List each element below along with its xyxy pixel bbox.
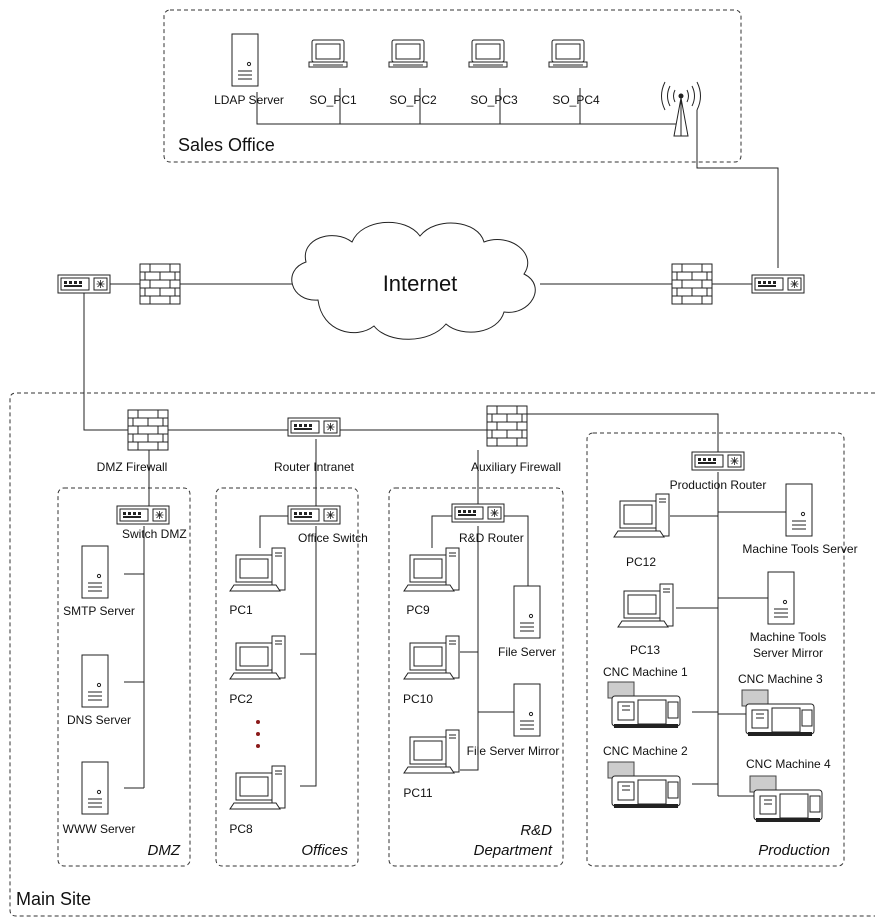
production-zone (586, 432, 845, 867)
desktop-pc-icon[interactable] (229, 635, 286, 680)
rnd-router-icon[interactable] (451, 503, 505, 523)
internet-cloud-icon (291, 222, 536, 340)
laptop-icon[interactable] (308, 39, 348, 68)
pc-label: PC1 (229, 603, 253, 617)
laptop-label: SO_PC1 (309, 93, 357, 107)
internet-label: Internet (383, 271, 458, 296)
www-server-icon[interactable] (81, 761, 109, 815)
file-server-mirror-label: File Server Mirror (467, 744, 560, 758)
cnc-machine-label: CNC Machine 2 (603, 744, 688, 758)
cnc-machine-icon[interactable] (607, 761, 681, 809)
main-site-label: Main Site (16, 889, 91, 909)
www-server-label: WWW Server (63, 822, 136, 836)
cnc-machine-icon[interactable] (741, 689, 815, 737)
laptop-icon[interactable] (548, 39, 588, 68)
smtp-server-label: SMTP Server (63, 604, 135, 618)
desktop-pc-icon[interactable] (229, 547, 286, 592)
dns-server-icon[interactable] (81, 654, 109, 708)
dmz-firewall-label: DMZ Firewall (97, 460, 168, 474)
office-switch-icon[interactable] (287, 505, 341, 525)
machine-tools-server-label: Machine Tools Server (742, 542, 857, 556)
laptop-icon[interactable] (468, 39, 508, 68)
edge-firewall-main-icon[interactable] (139, 263, 181, 305)
laptop-icon[interactable] (388, 39, 428, 68)
smtp-server-icon[interactable] (81, 545, 109, 599)
cnc-machine-label: CNC Machine 4 (746, 757, 831, 771)
cnc-machine-label: CNC Machine 1 (603, 665, 688, 679)
office-switch-label: Office Switch (298, 531, 368, 545)
pc-label: PC11 (403, 786, 432, 800)
laptop-label: SO_PC2 (389, 93, 437, 107)
main-site-zone (9, 392, 875, 917)
production-router-label: Production Router (670, 478, 767, 492)
switch-dmz-label: Switch DMZ (122, 527, 187, 541)
cnc-machine-icon[interactable] (607, 681, 681, 729)
production-label: Production (758, 842, 830, 859)
pc-label: PC8 (229, 822, 253, 836)
desktop-pc-icon[interactable] (229, 765, 286, 810)
ldap-server-icon[interactable] (231, 33, 259, 87)
laptop-label: SO_PC4 (552, 93, 600, 107)
pc-label: PC13 (630, 643, 660, 657)
auxiliary-firewall-icon[interactable] (486, 405, 528, 447)
edge-router-sales-icon[interactable] (751, 274, 805, 294)
desktop-pc-icon[interactable] (613, 493, 670, 538)
file-server-label: File Server (498, 645, 556, 659)
file-server-icon[interactable] (513, 585, 541, 639)
rnd-label-line2: Department (474, 842, 553, 859)
sales-office-label: Sales Office (178, 135, 275, 155)
connection-lines (83, 88, 786, 797)
ellipsis-dots (256, 720, 260, 748)
machine-tools-mirror-label-line1: Machine Tools (750, 630, 827, 644)
switch-dmz-icon[interactable] (116, 505, 170, 525)
desktop-pc-icon[interactable] (403, 547, 460, 592)
cnc-machine-icon[interactable] (749, 775, 823, 823)
machine-tools-server-icon[interactable] (785, 483, 813, 537)
cnc-machine-label: CNC Machine 3 (738, 672, 823, 686)
desktop-pc-icon[interactable] (617, 583, 674, 628)
machine-tools-mirror-label-line2: Server Mirror (753, 646, 823, 660)
dmz-firewall-icon[interactable] (127, 409, 169, 451)
file-server-mirror-icon[interactable] (513, 683, 541, 737)
pc-label: PC10 (403, 692, 433, 706)
machine-tools-mirror-icon[interactable] (767, 571, 795, 625)
auxiliary-firewall-label: Auxiliary Firewall (471, 460, 561, 474)
pc-label: PC12 (626, 555, 656, 569)
rnd-label-line1: R&D (520, 822, 552, 839)
production-router-icon[interactable] (691, 451, 745, 471)
offices-zone (215, 487, 359, 867)
edge-firewall-sales-icon[interactable] (671, 263, 713, 305)
dmz-label: DMZ (148, 842, 181, 859)
router-intranet-icon[interactable] (287, 417, 341, 437)
desktop-pc-icon[interactable] (403, 729, 460, 774)
desktop-pc-icon[interactable] (403, 635, 460, 680)
ldap-server-label: LDAP Server (214, 93, 284, 107)
wireless-antenna-icon[interactable] (661, 81, 701, 137)
pc-label: PC2 (229, 692, 253, 706)
router-intranet-label: Router Intranet (274, 460, 355, 474)
rnd-zone (388, 487, 564, 867)
rnd-router-label: R&D Router (459, 531, 524, 545)
pc-label: PC9 (406, 603, 430, 617)
dns-server-label: DNS Server (67, 713, 131, 727)
offices-label: Offices (301, 842, 348, 859)
sales-office-zone (163, 9, 742, 163)
laptop-label: SO_PC3 (470, 93, 518, 107)
dmz-zone (57, 487, 191, 867)
edge-router-main-icon[interactable] (57, 274, 111, 294)
